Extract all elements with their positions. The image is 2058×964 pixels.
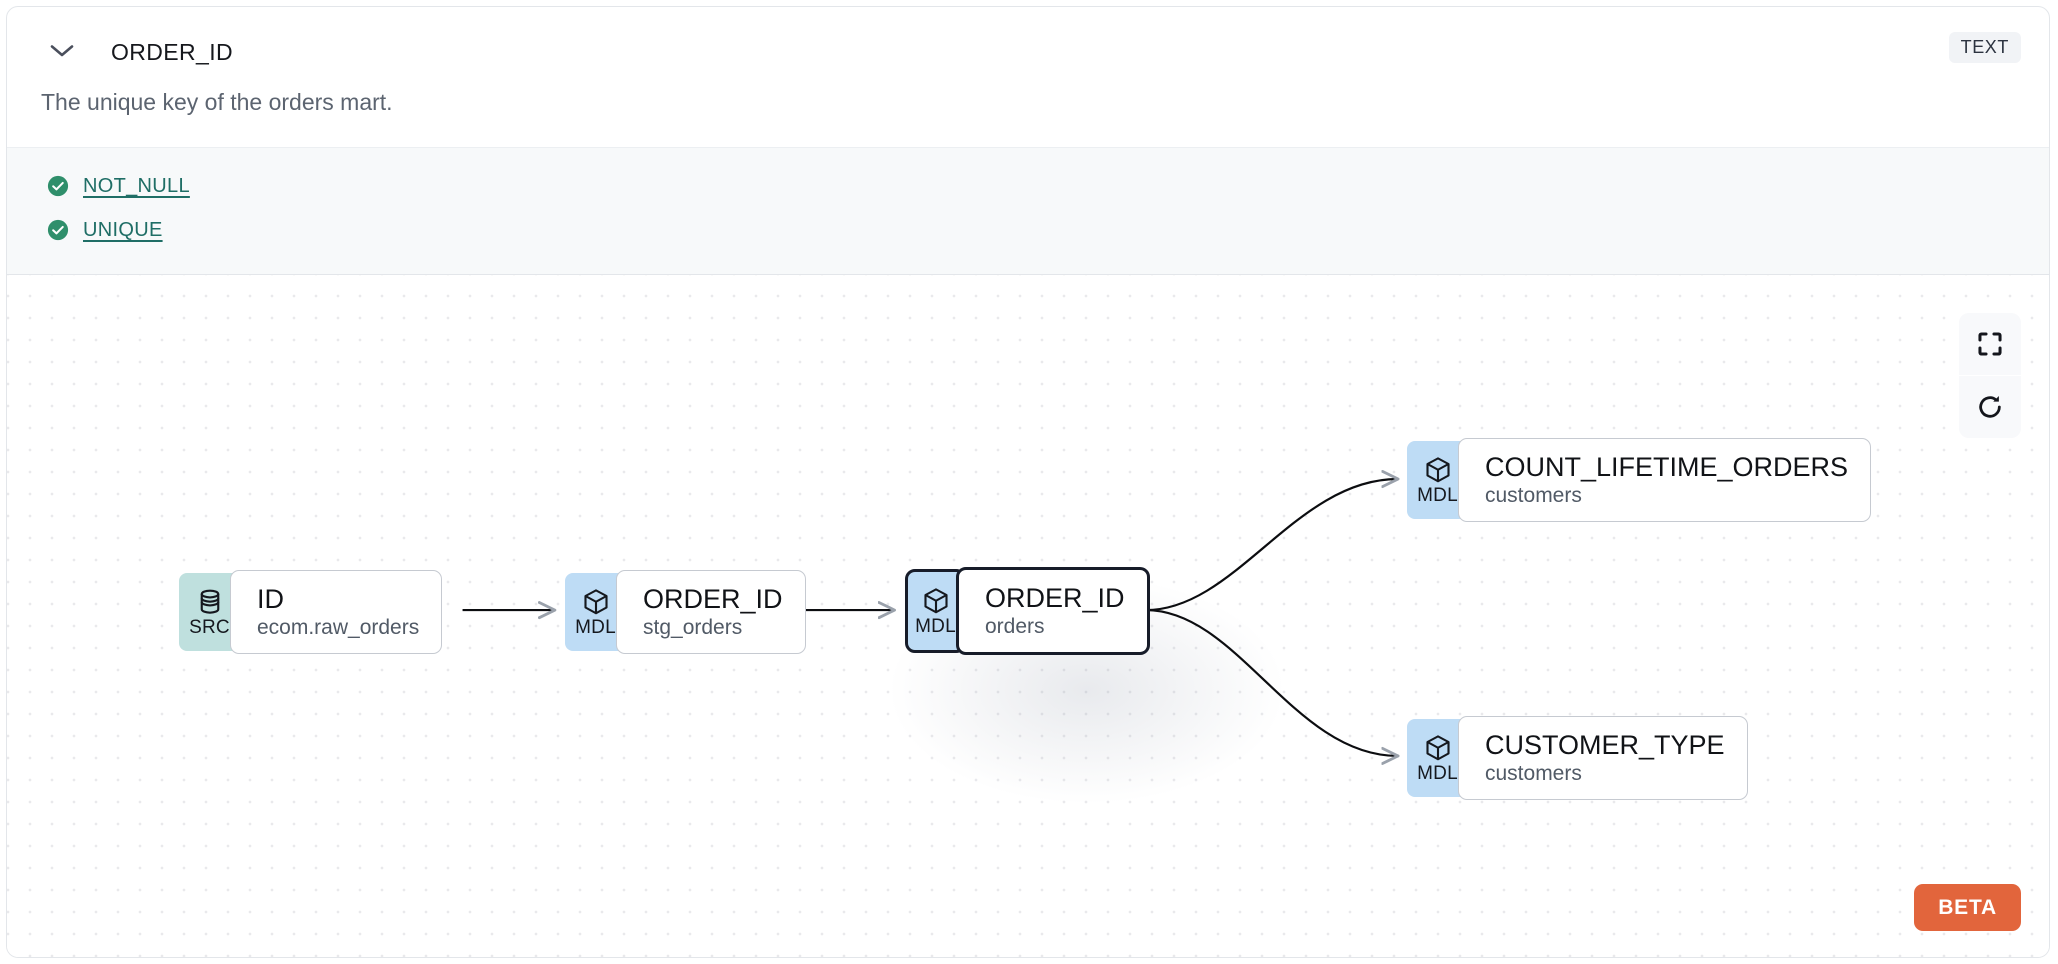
column-description: The unique key of the orders mart.	[41, 89, 393, 115]
node-badge-mdl: MDL	[905, 569, 966, 654]
test-row: UNIQUE	[7, 208, 2049, 252]
node-name: CUSTOMER_TYPE	[1485, 730, 1725, 760]
node-badge-mdl: MDL	[1407, 719, 1468, 798]
chevron-down-icon[interactable]	[47, 39, 77, 63]
refresh-icon	[1979, 396, 2001, 418]
node-badge-label: MDL	[1417, 763, 1458, 785]
test-link-not-null[interactable]: NOT_NULL	[83, 174, 190, 197]
node-badge-label: MDL	[575, 617, 616, 639]
cube-icon	[1425, 735, 1450, 761]
check-circle-icon	[47, 175, 69, 197]
node-name: COUNT_LIFETIME_ORDERS	[1485, 452, 1849, 482]
node-parent: ecom.raw_orders	[257, 616, 420, 640]
node-parent: customers	[1485, 484, 1582, 508]
node-body: ORDER_ID orders	[956, 567, 1150, 656]
lineage-node-count-lifetime-orders[interactable]: MDL COUNT_LIFETIME_ORDERS customers	[1407, 438, 1872, 523]
test-link-unique[interactable]: UNIQUE	[83, 218, 163, 241]
node-body: COUNT_LIFETIME_ORDERS customers	[1458, 438, 1872, 523]
node-parent: stg_orders	[643, 616, 743, 640]
node-badge-mdl: MDL	[1407, 441, 1468, 520]
lineage-node-customer-type[interactable]: MDL CUSTOMER_TYPE customers	[1407, 716, 1748, 801]
node-name: ID	[257, 584, 284, 614]
node-name: ORDER_ID	[643, 584, 783, 614]
check-circle-icon	[47, 219, 69, 241]
cube-icon	[583, 589, 608, 615]
database-icon	[200, 589, 219, 614]
node-body: ORDER_ID stg_orders	[616, 570, 806, 655]
graph-controls	[1959, 313, 2021, 438]
node-badge-label: MDL	[1417, 485, 1458, 507]
node-parent: orders	[985, 615, 1045, 639]
node-name: ORDER_ID	[985, 583, 1125, 613]
fullscreen-icon	[1978, 332, 2002, 356]
card-header: ORDER_ID TEXT	[7, 7, 2049, 91]
lineage-graph-canvas[interactable]: SRC ID ecom.raw_orders MDL	[7, 275, 2049, 957]
lineage-node-src-id[interactable]: SRC ID ecom.raw_orders	[179, 570, 443, 655]
node-badge-mdl: MDL	[565, 573, 626, 652]
column-detail-card: ORDER_ID TEXT The unique key of the orde…	[6, 6, 2050, 958]
lineage-node-orders-order-id[interactable]: MDL ORDER_ID orders	[905, 567, 1150, 656]
tests-section: NOT_NULL UNIQUE	[7, 147, 2049, 275]
beta-badge[interactable]: BETA	[1914, 884, 2021, 931]
reset-button[interactable]	[1959, 375, 2021, 438]
page-title: ORDER_ID	[111, 39, 234, 65]
node-badge-label: SRC	[189, 617, 230, 639]
node-parent: customers	[1485, 762, 1582, 786]
cube-icon	[1425, 457, 1450, 483]
node-body: CUSTOMER_TYPE customers	[1458, 716, 1748, 801]
test-row: NOT_NULL	[7, 164, 2049, 208]
lineage-node-stg-order-id[interactable]: MDL ORDER_ID stg_orders	[565, 570, 806, 655]
node-badge-label: MDL	[915, 616, 956, 638]
node-body: ID ecom.raw_orders	[230, 570, 443, 655]
datatype-badge: TEXT	[1948, 32, 2021, 63]
fit-view-button[interactable]	[1959, 313, 2021, 375]
cube-icon	[923, 588, 948, 614]
node-badge-src: SRC	[179, 573, 240, 652]
